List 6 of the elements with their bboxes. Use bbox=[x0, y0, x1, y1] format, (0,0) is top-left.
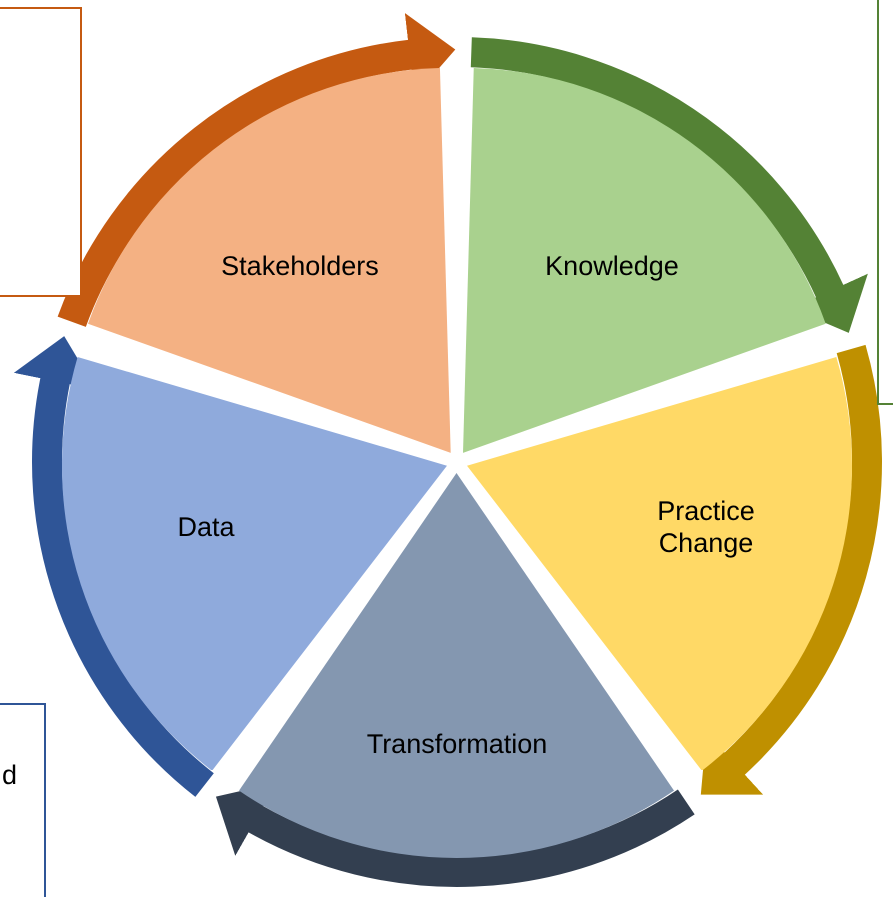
segment-label: Transformation bbox=[366, 728, 548, 760]
segment-label: Data bbox=[177, 510, 234, 543]
segment-label: Practice Change bbox=[656, 494, 756, 559]
box-text: d bbox=[2, 759, 18, 791]
segment-label: Knowledge bbox=[545, 250, 679, 282]
segment-label: Stakeholders bbox=[221, 250, 379, 282]
